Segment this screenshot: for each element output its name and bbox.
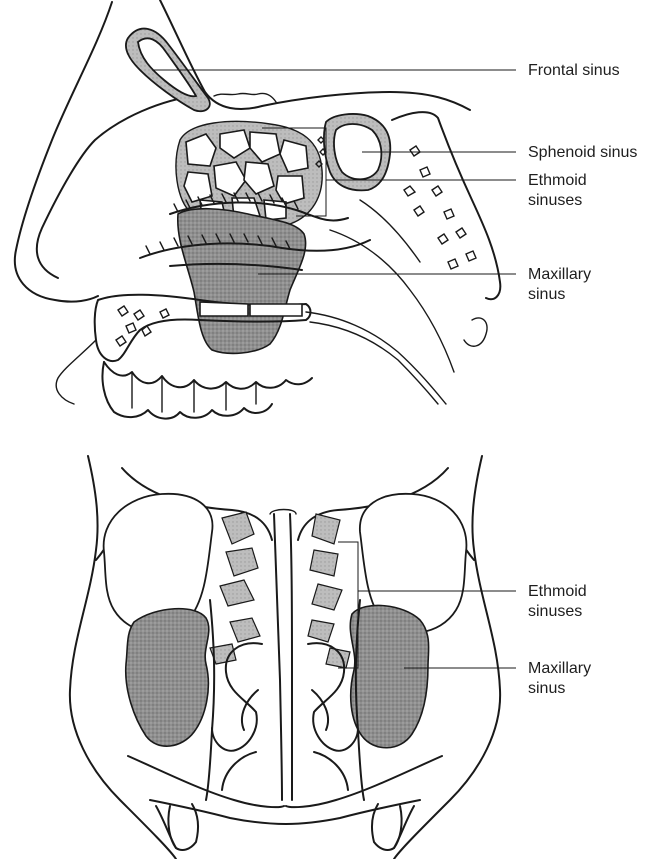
label-maxillary-sinus-lateral-line1: Maxillary <box>528 265 591 284</box>
sphenoid-bone <box>392 112 500 299</box>
label-maxillary-sinus-lateral-line2: sinus <box>528 285 565 304</box>
nasal-septum <box>274 514 282 800</box>
label-ethmoid-sinuses-frontal-line1: Ethmoid <box>528 582 587 601</box>
lateral-nose-profile <box>37 95 200 278</box>
upper-teeth <box>104 362 312 389</box>
label-sphenoid-sinus: Sphenoid sinus <box>528 143 637 162</box>
label-ethmoid-sinuses-frontal-line2: sinuses <box>528 602 582 621</box>
frontal-ethmoid-cells-left <box>210 512 260 664</box>
label-ethmoid-sinuses-lateral-line2: sinuses <box>528 191 582 210</box>
nasal-bone-detail <box>214 93 276 102</box>
frontal-maxillary-sinus-left <box>126 609 209 747</box>
soft-palate <box>306 312 446 404</box>
label-ethmoid-sinuses-lateral-line1: Ethmoid <box>528 171 587 190</box>
label-maxillary-sinus-frontal-line2: sinus <box>528 679 565 698</box>
frontal-maxillary-sinus-right <box>350 605 428 747</box>
lateral-face-outline <box>15 2 112 302</box>
lateral-maxillary-sinus <box>178 209 306 354</box>
label-maxillary-sinus-frontal-line1: Maxillary <box>528 659 591 678</box>
label-frontal-sinus: Frontal sinus <box>528 61 620 80</box>
lateral-view <box>15 0 500 419</box>
frontal-view <box>70 456 500 859</box>
frontal-bone <box>160 0 470 110</box>
